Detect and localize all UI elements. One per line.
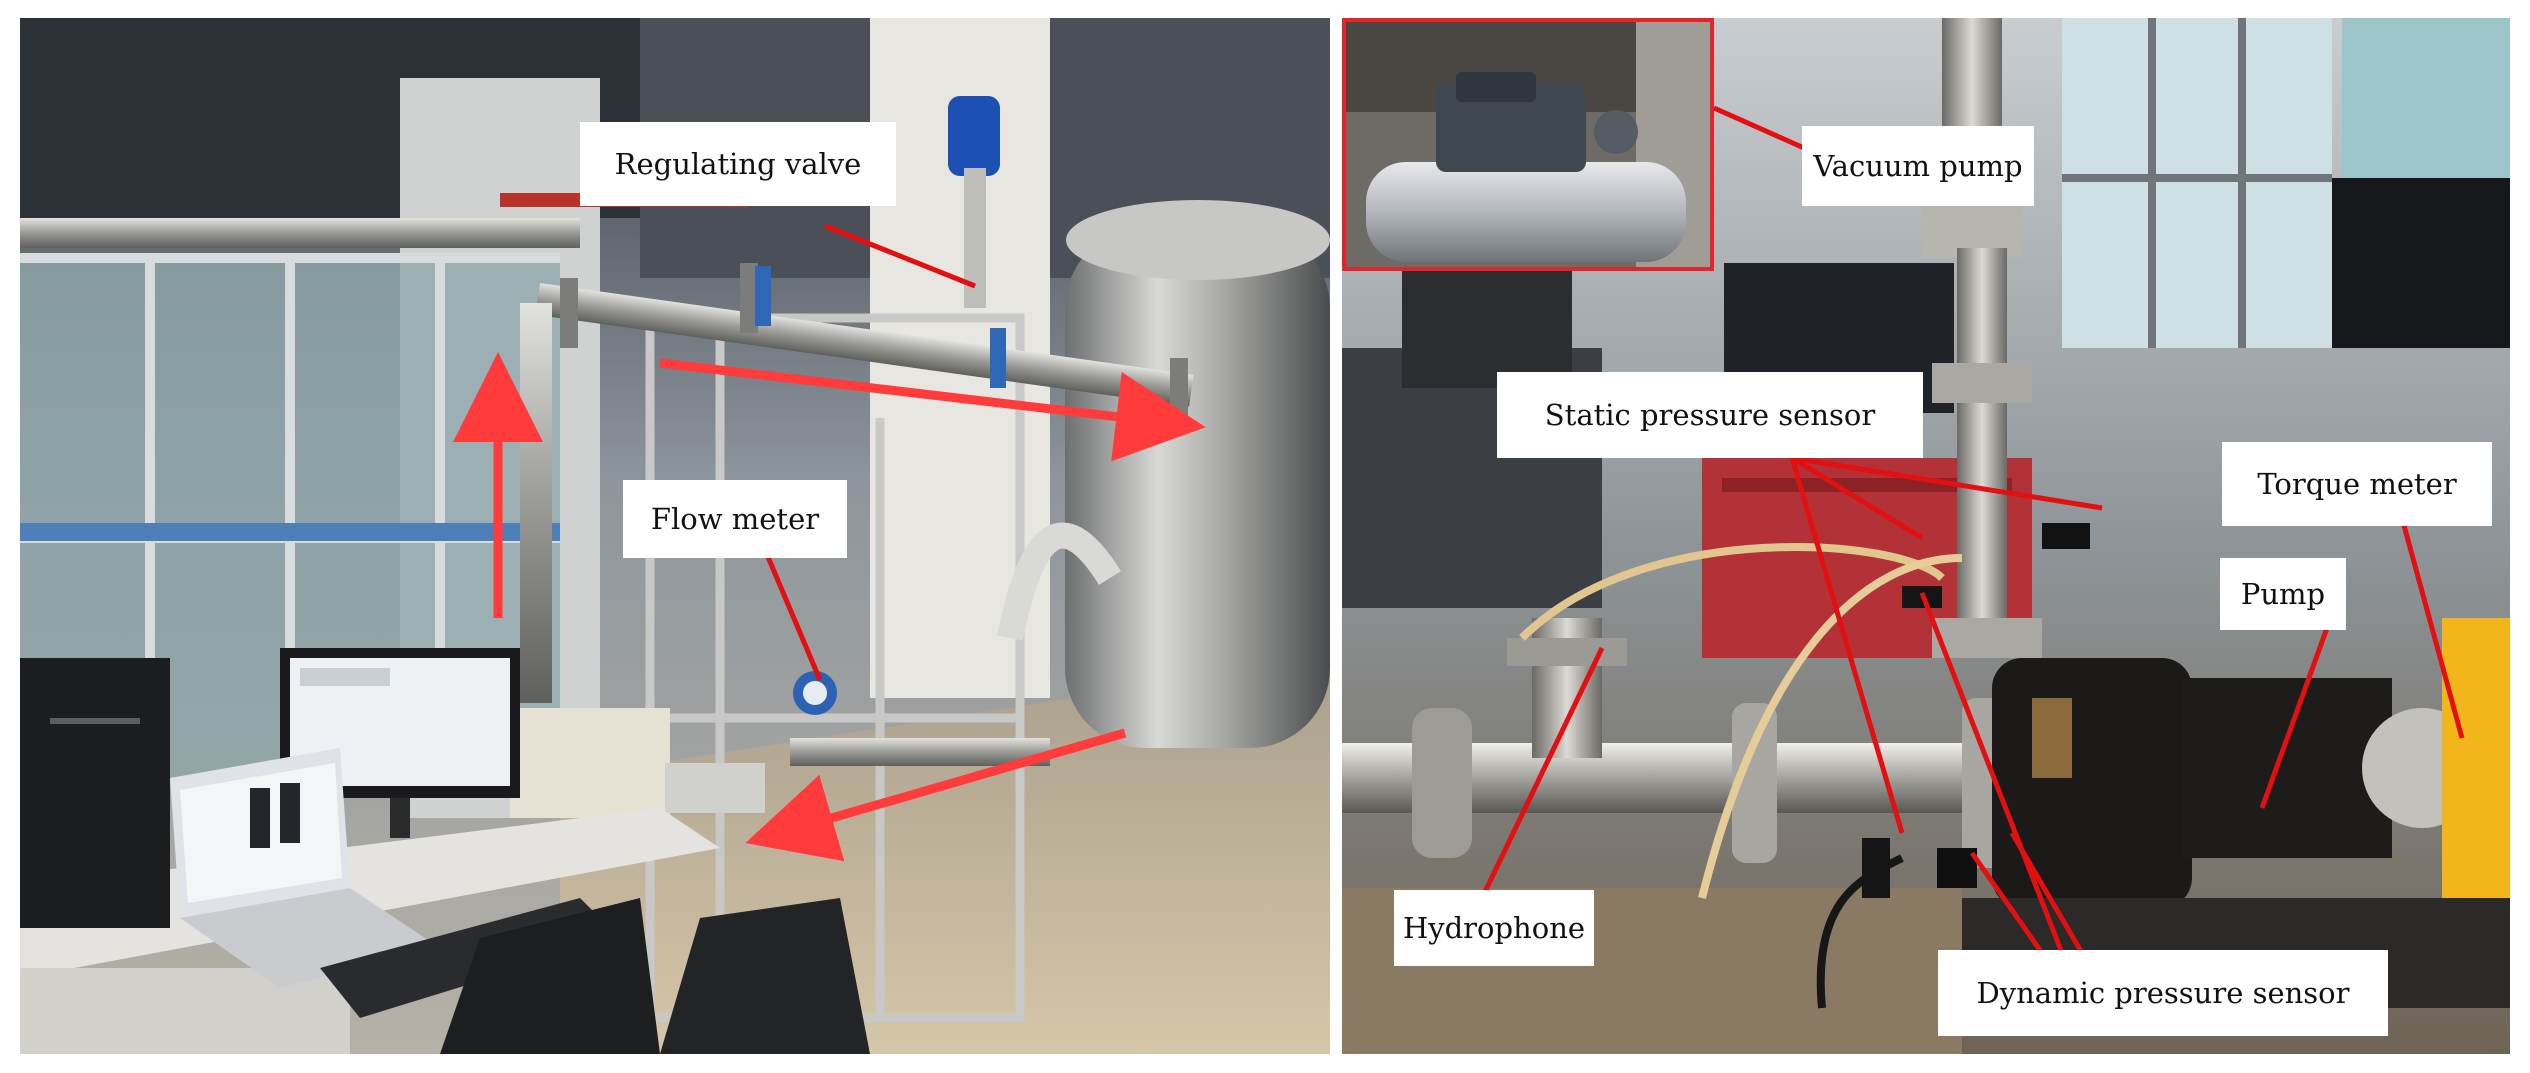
dynamic-pressure-leader-line-2 [1919,592,2065,954]
right-annotation-overlay [1479,105,2465,955]
left-photo-panel: Regulating valve Flow meter [20,18,1330,1054]
hydrophone-label: Hydrophone [1394,890,1594,966]
dynamic-pressure-sensor-label: Dynamic pressure sensor [1938,950,2388,1036]
flow-arrow-down-left [745,728,1127,862]
vacuum-pump-label: Vacuum pump [1802,126,2034,206]
flow-arrow-right [659,358,1206,462]
flow-meter-label: Flow meter [623,480,847,558]
vacuum-pump-leader-line [1712,105,1806,151]
static-pressure-leader-line-2 [1791,455,2103,511]
torque-meter-leader-line [2399,517,2465,739]
torque-meter-label: Torque meter [2222,442,2492,526]
vacuum-pump-inset [1342,18,1714,271]
pump-label: Pump [2220,558,2346,630]
regulating-valve-label: Regulating valve [580,122,896,206]
dynamic-pressure-leader-line-1 [1969,851,2045,955]
dynamic-pressure-leader-line-3 [2009,831,2085,955]
left-annotation-overlay [453,223,1206,862]
flow-meter-leader-line [757,537,823,681]
vacuum-pump-inset-scene [1346,22,1710,267]
pump-leader-line [2259,627,2330,809]
hydrophone-leader-line [1479,646,1605,900]
static-pressure-leader-line-1 [1790,455,1924,541]
static-pressure-leader-line-3 [1789,457,1905,834]
static-pressure-sensor-label: Static pressure sensor [1497,372,1923,458]
left-photo-scene [20,18,1330,1054]
right-photo-panel: Vacuum pump Static pressure sensor Torqu… [1342,18,2510,1054]
regulating-valve-leader-line [824,223,976,289]
